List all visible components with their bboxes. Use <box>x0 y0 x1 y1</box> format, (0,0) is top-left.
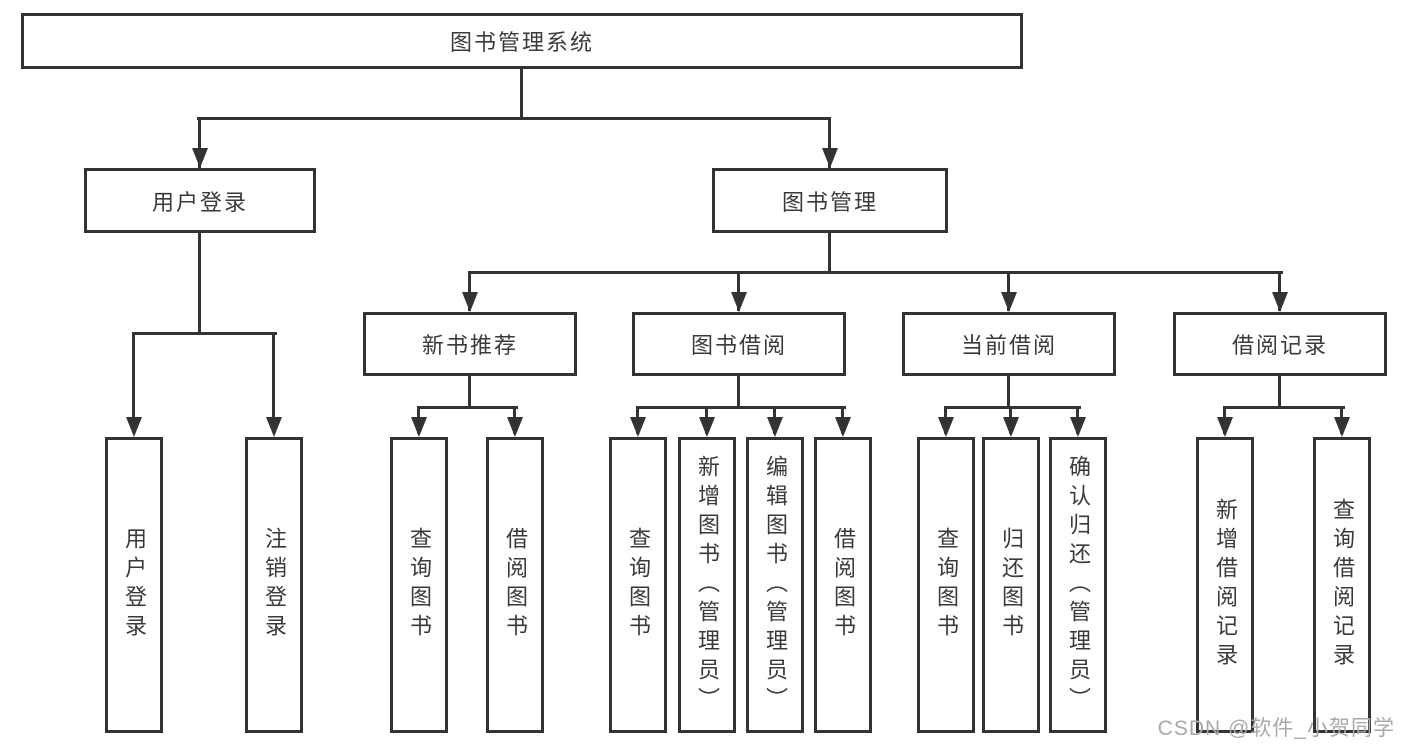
node-label: 当前借阅 <box>960 333 1057 358</box>
connector-line <box>1278 271 1281 311</box>
node-label: 确认归还（管理员） <box>1066 454 1091 716</box>
node-current-borrowing: 当前借阅 <box>902 312 1116 376</box>
connector-line <box>132 332 135 432</box>
leaf-current-return-books: 归还图书 <box>982 437 1040 733</box>
leaf-borrowing-add-books-admin: 新增图书（管理员） <box>678 437 736 733</box>
arrow-down-icon <box>938 417 954 437</box>
arrow-down-icon <box>1217 417 1233 437</box>
node-book-borrowing: 图书借阅 <box>632 312 846 376</box>
node-book-management: 图书管理 <box>712 168 948 233</box>
node-label: 查询图书 <box>626 527 651 643</box>
arrow-down-icon <box>767 417 783 437</box>
node-new-book-recommend: 新书推荐 <box>363 312 577 376</box>
connector-line <box>132 332 277 335</box>
node-label: 新书推荐 <box>421 333 518 358</box>
arrow-down-icon <box>507 417 523 437</box>
node-label: 归还图书 <box>999 527 1024 643</box>
connector-line <box>468 271 471 311</box>
node-label: 图书管理 <box>781 189 878 215</box>
node-label: 图书借阅 <box>690 333 787 358</box>
arrow-down-icon <box>126 417 142 437</box>
connector-line <box>468 376 471 409</box>
connector-line <box>198 117 201 169</box>
leaf-borrowing-borrow-books: 借阅图书 <box>814 437 872 733</box>
connector-line <box>1007 376 1010 409</box>
leaf-current-query-books: 查询图书 <box>917 437 975 733</box>
connector-line <box>1278 376 1281 409</box>
node-label: 图书管理系统 <box>449 30 594 55</box>
connector-line <box>944 406 1081 409</box>
leaf-newbook-borrow-books: 借阅图书 <box>486 437 544 733</box>
connector-line <box>417 406 518 409</box>
arrow-down-icon <box>630 417 646 437</box>
node-library-management-system: 图书管理系统 <box>21 13 1023 69</box>
arrow-down-icon <box>1003 417 1019 437</box>
arrow-down-icon <box>1272 292 1288 312</box>
node-label: 新增借阅记录 <box>1213 498 1238 672</box>
connector-line <box>828 233 831 274</box>
node-label: 用户登录 <box>151 189 248 215</box>
node-label: 借阅图书 <box>503 527 528 643</box>
node-label: 新增图书（管理员） <box>695 454 720 716</box>
connector-line <box>197 117 831 120</box>
node-label: 查询图书 <box>407 527 432 643</box>
arrow-down-icon <box>1334 417 1350 437</box>
node-label: 借阅图书 <box>831 527 856 643</box>
node-label: 注销登录 <box>262 527 287 643</box>
leaf-records-add-borrow-record: 新增借阅记录 <box>1196 437 1254 733</box>
arrow-down-icon <box>411 417 427 437</box>
arrow-down-icon <box>462 292 478 312</box>
csdn-watermark: CSDN @软件_小贺同学 <box>1157 717 1395 740</box>
arrow-down-icon <box>1070 417 1086 437</box>
connector-line <box>1223 406 1345 409</box>
node-label: 用户登录 <box>122 527 147 643</box>
node-user-login: 用户登录 <box>84 168 316 233</box>
arrow-down-icon <box>731 292 747 312</box>
connector-line <box>520 69 523 120</box>
connector-line <box>737 376 740 409</box>
node-label: 查询图书 <box>934 527 959 643</box>
connector-line <box>1007 271 1010 311</box>
leaf-borrowing-query-books: 查询图书 <box>609 437 667 733</box>
leaf-borrowing-edit-books-admin: 编辑图书（管理员） <box>746 437 804 733</box>
leaf-records-query-borrow-record: 查询借阅记录 <box>1313 437 1371 733</box>
leaf-user-login: 用户登录 <box>105 437 163 733</box>
arrow-down-icon <box>822 148 838 168</box>
connector-line <box>636 406 846 409</box>
connector-line <box>272 332 275 432</box>
arrow-down-icon <box>266 417 282 437</box>
leaf-newbook-query-books: 查询图书 <box>390 437 448 733</box>
connector-line <box>198 233 201 335</box>
leaf-logout: 注销登录 <box>245 437 303 733</box>
arrow-down-icon <box>1001 292 1017 312</box>
arrow-down-icon <box>835 417 851 437</box>
connector-line <box>828 117 831 169</box>
connector-line <box>737 271 740 311</box>
node-label: 借阅记录 <box>1231 333 1328 358</box>
node-label: 查询借阅记录 <box>1330 498 1355 672</box>
leaf-current-confirm-return-admin: 确认归还（管理员） <box>1049 437 1107 733</box>
connector-line <box>468 271 1283 274</box>
arrow-down-icon <box>192 148 208 168</box>
node-borrowing-records: 借阅记录 <box>1173 312 1387 376</box>
node-label: 编辑图书（管理员） <box>763 454 788 716</box>
arrow-down-icon <box>699 417 715 437</box>
